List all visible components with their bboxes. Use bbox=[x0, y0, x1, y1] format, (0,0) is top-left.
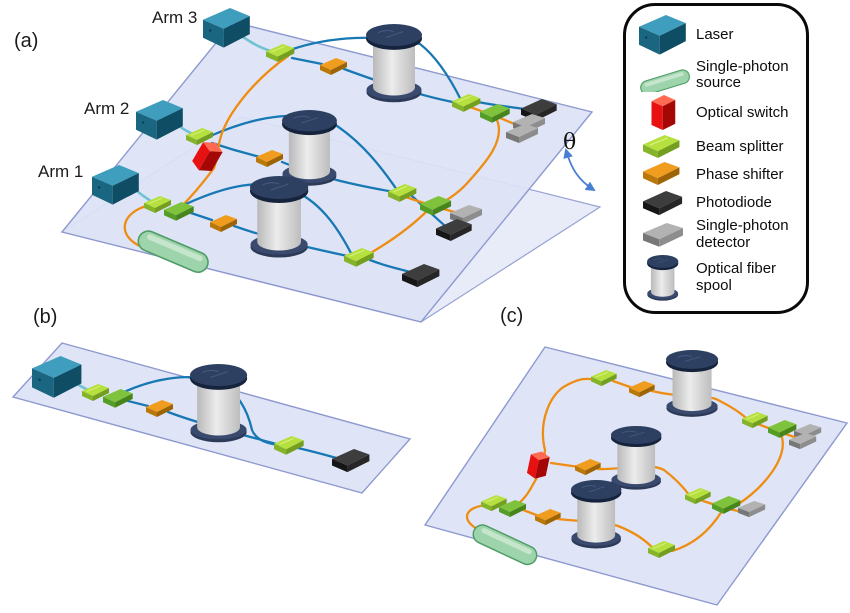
panel-c-label: (c) bbox=[500, 305, 524, 327]
panel-a bbox=[60, 8, 602, 323]
fiber-spool bbox=[189, 363, 248, 443]
legend-item-phase-shifter: Phase shifter bbox=[635, 162, 800, 187]
legend-item-single-photon-detector: Single-photon detector bbox=[635, 218, 800, 251]
fiber-spool bbox=[570, 479, 622, 549]
legend-label: Laser bbox=[696, 26, 734, 44]
legend-item-photodiode: Photodiode bbox=[635, 190, 800, 216]
optical-fiber-spool-icon bbox=[635, 254, 691, 302]
arm-1-label: Arm 1 bbox=[38, 162, 84, 181]
panel-a-label: (a) bbox=[14, 30, 39, 52]
legend-label: Photodiode bbox=[696, 193, 772, 211]
fiber-blue bbox=[368, 258, 412, 274]
optical-switch-icon bbox=[635, 94, 691, 132]
legend-label: Optical fiber spool bbox=[696, 260, 777, 294]
fiber-orange bbox=[670, 509, 724, 553]
panel-b-label: (b) bbox=[33, 306, 58, 328]
fiber-blue bbox=[290, 56, 324, 66]
panel-b bbox=[11, 342, 412, 494]
fiber-blue bbox=[186, 210, 214, 222]
fiber-orange bbox=[611, 379, 635, 390]
fiber-orange bbox=[516, 377, 598, 506]
single-photon-source-icon bbox=[635, 59, 691, 92]
phase-shifter-icon bbox=[635, 162, 691, 187]
arm-3-label: Arm 3 bbox=[152, 8, 198, 27]
legend-item-beam-splitter: Beam splitter bbox=[635, 134, 800, 160]
legend-item-single-photon-source: Single-photon source bbox=[635, 57, 800, 92]
fiber-spool bbox=[249, 175, 309, 259]
beam-splitter-icon bbox=[635, 134, 691, 160]
legend-item-laser: Laser bbox=[635, 15, 800, 56]
fiber-orange bbox=[123, 203, 152, 249]
fiber-orange bbox=[738, 432, 784, 505]
tilt-angle-arc bbox=[563, 148, 596, 192]
legend-item-optical-fiber-spool: Optical fiber spool bbox=[635, 254, 800, 302]
legend-label: Optical switch bbox=[696, 103, 789, 121]
fiber-orange bbox=[549, 461, 581, 469]
legend-label: Phase shifter bbox=[696, 165, 784, 183]
fiber-spool bbox=[610, 425, 662, 491]
fiber-orange bbox=[556, 517, 656, 551]
legend-label: Beam splitter bbox=[696, 137, 784, 155]
fiber-spool bbox=[665, 349, 719, 418]
photodiode-icon bbox=[635, 190, 691, 216]
fiber-spool bbox=[281, 109, 338, 187]
laser-icon bbox=[635, 15, 691, 56]
panel-c bbox=[423, 346, 849, 606]
single-photon-detector-icon bbox=[635, 222, 691, 248]
fiber-spool bbox=[365, 23, 423, 103]
theta-label: θ bbox=[563, 130, 577, 155]
legend-item-optical-switch: Optical switch bbox=[635, 94, 800, 132]
legend-label: Single-photon detector bbox=[696, 217, 789, 251]
legend-label: Single-photon source bbox=[696, 57, 789, 92]
legend: Laser Single-photon source Optical switc… bbox=[623, 3, 809, 314]
arm-2-label: Arm 2 bbox=[84, 99, 130, 118]
